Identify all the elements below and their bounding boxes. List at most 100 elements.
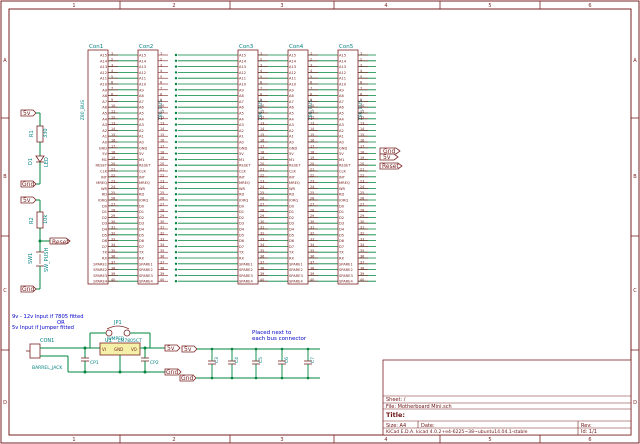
pin-number: 38 [310,266,314,270]
sw1-ref: SW1 [28,253,34,264]
pin-number: 24 [260,185,264,189]
capacitor-ref: C4 [234,357,240,363]
pin-number: 13 [260,121,264,125]
pin-number: 28 [160,208,164,212]
pin-number: 31 [111,226,115,230]
frame-col-label-top: 2 [172,3,175,9]
pin-number: 17 [360,145,364,149]
r2-ref: R2 [29,217,35,224]
pin-signal-label: A3 [102,123,107,127]
pin-number: 5 [160,75,162,79]
pin-signal-label: A4 [289,117,294,121]
bus-5v-text: 5v [383,154,391,161]
pin-number: 33 [360,237,364,241]
pin-signal-label: A6 [289,106,294,110]
pin-signal-label: SPARE3 [239,274,253,278]
pin-number: 37 [310,261,314,265]
frame-col-label-bottom: 6 [588,437,591,443]
pin-signal-label: D0 [239,204,245,208]
wire-junction [174,82,178,86]
pin-number: 32 [360,232,364,236]
wire-junction [174,117,178,121]
pin-signal-label: A15 [100,54,107,58]
decoupling-gnd-text: Gnd [181,375,193,382]
pin-signal-label: SPARE3 [339,274,353,278]
frame-col-label-top: 6 [588,3,591,9]
frame-col-label-top: 1 [72,3,75,9]
wire-junction [174,181,178,184]
pin-signal-label: A12 [100,71,107,75]
pin-number: 12 [310,116,314,120]
jp1-value: JUMPER [106,336,124,342]
pin-number: 20 [360,162,364,166]
pin-signal-label: A5 [289,112,294,116]
pin-number: 9 [310,98,312,102]
capacitor-ref: C3 [214,357,220,363]
d1-led [35,155,45,163]
pin-signal-label: A14 [139,59,147,63]
wire-junction [174,274,178,277]
pin-number: 13 [360,121,364,125]
pin-number: 18 [310,150,314,154]
pin-signal-label: SPARE3 [93,274,107,278]
pin-signal-label: A10 [100,83,108,87]
pin-signal-label: D7 [139,245,144,249]
pin-number: 36 [160,255,164,259]
reset-net-text: Reset [52,239,69,246]
wire-junction [174,53,178,57]
pin-number: 5 [111,75,113,79]
pin-signal-label: A13 [100,65,107,69]
pin-signal-label: A10 [339,83,347,87]
pin-signal-label: M1 [139,158,144,162]
pin-signal-label: RX [239,257,244,261]
wire-junction [174,216,178,219]
pin-number: 4 [111,69,113,73]
pin-number: 35 [260,249,264,253]
pin-signal-label: A9 [239,88,244,92]
pin-number: 6 [260,81,262,85]
power-note-1: 9v - 12v Input if 7805 fitted [12,314,84,320]
pin-signal-label: WR [289,187,296,191]
pin-signal-label: D7 [339,245,344,249]
connector-bus-label: Z80_BUS [358,100,364,120]
pin-signal-label: WR [139,187,146,191]
pin-number: 15 [111,133,115,137]
pin-number: 4 [310,69,312,73]
pin-signal-label: A1 [239,135,244,139]
pin-number: 19 [260,156,264,160]
pin-number: 16 [260,139,264,143]
pin-number: 10 [260,104,264,108]
wire-junction [174,106,178,109]
pin-signal-label: A0 [102,141,107,145]
pin-signal-label: D5 [339,233,344,237]
pin-signal-label: D1 [102,210,107,214]
pin-signal-label: A3 [139,123,144,127]
pin-number: 36 [360,255,364,259]
pin-signal-label: A8 [339,94,344,98]
pin-number: 11 [360,110,364,114]
pin-number: 13 [111,121,115,125]
pin-signal-label: TX [238,251,244,255]
u1-ref: U1 [105,338,112,344]
pin-signal-label: D2 [239,216,244,220]
pin-number: 9 [260,98,262,102]
r1-value: 330 [43,128,49,138]
pin-number: 40 [160,278,164,282]
pin-signal-label: TX [101,251,107,255]
pin-signal-label: WR [239,187,246,191]
pin-signal-label: D6 [339,239,345,243]
wire-junction [174,100,178,103]
pin-signal-label: A2 [102,129,107,133]
pin-signal-label: RX [339,257,344,261]
pin-signal-label: M1 [339,158,344,162]
pin-signal-label: INT [339,175,346,179]
pin-signal-label: A1 [289,135,294,139]
pin-signal-label: M1 [239,158,244,162]
wire-junction [174,111,178,115]
wire-junction [174,129,178,132]
pin-signal-label: A13 [239,65,246,69]
pin-signal-label: A14 [239,59,247,63]
pin-number: 10 [160,104,164,108]
connector-ref: Con1 [89,44,103,50]
